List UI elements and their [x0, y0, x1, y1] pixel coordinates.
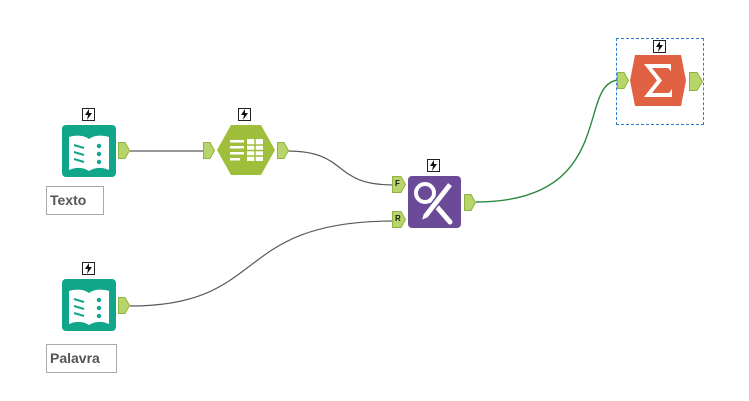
selection-box [616, 38, 704, 125]
output-anchor[interactable] [277, 142, 289, 159]
input-data-book-icon [62, 279, 116, 331]
node-label-texto: Texto [46, 186, 104, 215]
summarize-sigma-icon [630, 55, 686, 106]
lightning-icon [427, 159, 440, 172]
output-anchor[interactable] [118, 297, 130, 314]
lightning-icon [238, 108, 251, 121]
input-anchor[interactable] [203, 142, 215, 159]
anchor-label-find: F [395, 179, 400, 188]
wire-palavra-to-find-replace [129, 220, 395, 307]
input-anchor-find[interactable]: F [392, 176, 406, 193]
output-anchor[interactable] [689, 72, 703, 91]
input-anchor-replace[interactable]: R [392, 211, 406, 228]
lightning-icon [82, 262, 95, 275]
text-to-columns-node[interactable] [203, 108, 289, 178]
output-anchor[interactable] [118, 142, 130, 159]
find-replace-icon [408, 176, 461, 228]
output-anchor[interactable] [464, 194, 476, 211]
wire-find-replace-to-summarize [475, 79, 621, 203]
input-data-node-texto[interactable]: Texto [46, 108, 130, 218]
input-anchor[interactable] [617, 72, 629, 89]
find-replace-node[interactable]: F R [392, 159, 478, 231]
anchor-label-replace: R [395, 214, 401, 223]
input-data-node-palavra[interactable]: Palavra [46, 262, 130, 374]
text-to-columns-icon [217, 125, 275, 175]
wire-text-to-columns-to-find-replace [286, 150, 395, 186]
lightning-icon [82, 108, 95, 121]
node-label-palavra: Palavra [46, 344, 117, 373]
input-data-book-icon [62, 125, 116, 177]
summarize-node[interactable] [617, 39, 705, 111]
lightning-icon [653, 40, 666, 53]
